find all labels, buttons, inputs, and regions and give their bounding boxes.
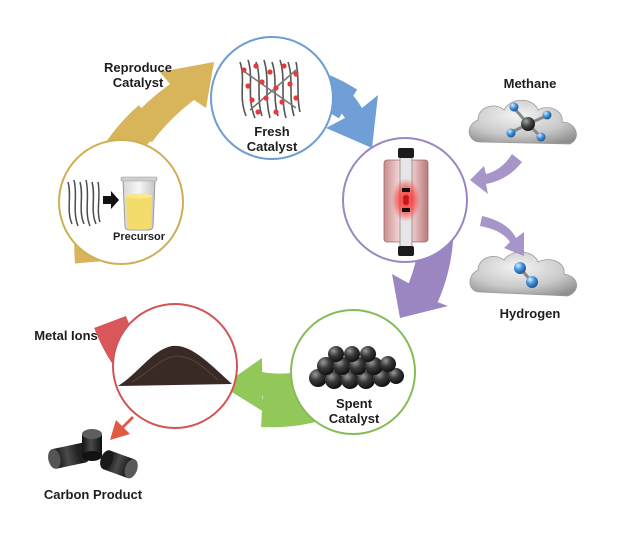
hydrogen-molecule-icon (514, 262, 538, 288)
metal-ions-label: Metal Ions (34, 328, 98, 343)
reproduce-catalyst-line2: Catalyst (112, 75, 164, 90)
methane-in-arrow (470, 154, 522, 194)
catalyst-particles (241, 63, 299, 115)
spent-catalyst-line2: Catalyst (328, 411, 380, 426)
reproduce-catalyst-label: Reproduce Catalyst (90, 60, 186, 90)
spent-catalyst-node (290, 309, 416, 435)
ash-pile-icon (118, 345, 232, 386)
spent-catalyst-label: Spent Catalyst (314, 396, 394, 426)
carbon-pellets-icon (48, 429, 138, 479)
spent-pellets-icon (309, 346, 404, 389)
reactor-tube-icon (383, 148, 429, 256)
hydrogen-out-arrow (480, 216, 524, 256)
precursor-label: Precursor (113, 231, 165, 243)
beaker-icon (120, 176, 158, 231)
fresh-catalyst-line1: Fresh (254, 124, 290, 139)
ash-node (112, 303, 238, 429)
reproduce-catalyst-line1: Reproduce (104, 60, 172, 75)
fresh-catalyst-line2: Catalyst (246, 139, 298, 154)
hydrogen-label: Hydrogen (499, 306, 561, 321)
precursor-node (58, 139, 184, 265)
methane-cloud (468, 99, 577, 145)
fresh-catalyst-label: Fresh Catalyst (232, 124, 312, 154)
fiber-bundle-icon (67, 179, 101, 227)
spent-catalyst-line1: Spent (335, 396, 373, 411)
arc-arrow-green (222, 358, 318, 412)
fresh-catalyst-node (210, 36, 334, 160)
methane-molecule-icon (506, 102, 552, 142)
methane-label: Methane (503, 76, 557, 91)
reactor-node (342, 137, 468, 263)
hydrogen-cloud (469, 251, 577, 297)
right-arrow-icon (103, 191, 119, 209)
carbon-product-label: Carbon Product (43, 487, 143, 502)
carbon-exit-arrow (110, 416, 134, 440)
